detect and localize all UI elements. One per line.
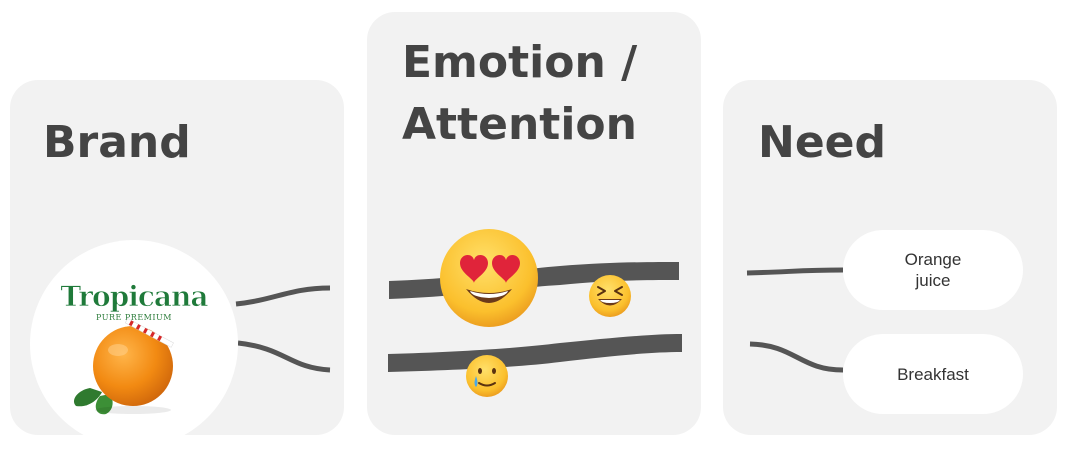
brand-logo-circle: Tropicana PURE PREMIUM bbox=[30, 240, 238, 448]
smiling-with-tear-emoji bbox=[466, 355, 508, 397]
need-orange-juice-label: Orange juice bbox=[904, 250, 962, 290]
straw bbox=[124, 318, 174, 348]
need-breakfast: Breakfast bbox=[843, 334, 1023, 414]
heart-eyes-emoji bbox=[440, 229, 538, 327]
need-card-title: Need bbox=[758, 117, 887, 168]
brand-card-title: Brand bbox=[43, 117, 191, 168]
tropicana-tagline: PURE PREMIUM bbox=[96, 313, 172, 322]
tropicana-logo: Tropicana PURE PREMIUM bbox=[60, 280, 210, 415]
leaf-shape-2 bbox=[95, 394, 113, 415]
emotion-attention-card: Emotion / Attention bbox=[367, 12, 701, 435]
leaf-shape bbox=[73, 388, 102, 407]
need-orange-juice: Orange juice bbox=[843, 230, 1023, 310]
tropicana-wordmark: Tropicana bbox=[60, 280, 208, 313]
emotion-attention-card-title: Emotion / Attention bbox=[402, 32, 637, 156]
grinning-squinting-emoji bbox=[589, 275, 631, 317]
need-breakfast-label: Breakfast bbox=[897, 364, 969, 384]
emotion-title-line-2: Attention bbox=[402, 99, 637, 150]
emotion-title-line-1: Emotion / bbox=[402, 37, 638, 88]
